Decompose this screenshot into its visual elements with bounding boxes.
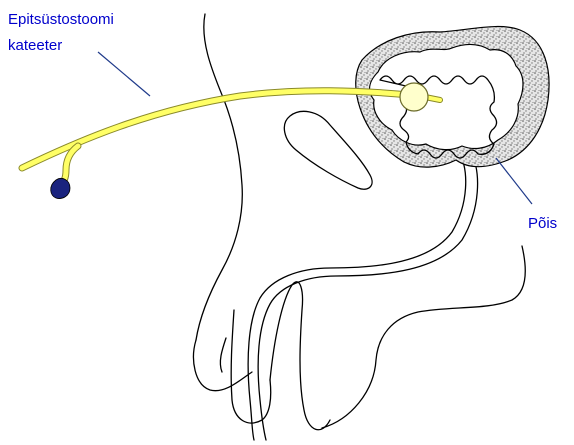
catheter-balloon bbox=[400, 83, 428, 111]
catheter-label-line1: Epitsüstostoomi bbox=[8, 11, 114, 28]
catheter-label-line2: kateeter bbox=[8, 37, 62, 54]
catheter bbox=[22, 83, 440, 199]
scrotum-outline bbox=[322, 246, 525, 428]
connector-cap bbox=[51, 178, 70, 198]
bladder-label-leader bbox=[496, 158, 532, 204]
catheter-label-leader bbox=[98, 52, 150, 96]
bladder-label: Põis bbox=[528, 215, 557, 232]
body-outline bbox=[194, 14, 252, 391]
pubic-bone bbox=[284, 111, 372, 189]
penis-outline bbox=[220, 282, 330, 430]
bladder-wall bbox=[356, 27, 549, 168]
